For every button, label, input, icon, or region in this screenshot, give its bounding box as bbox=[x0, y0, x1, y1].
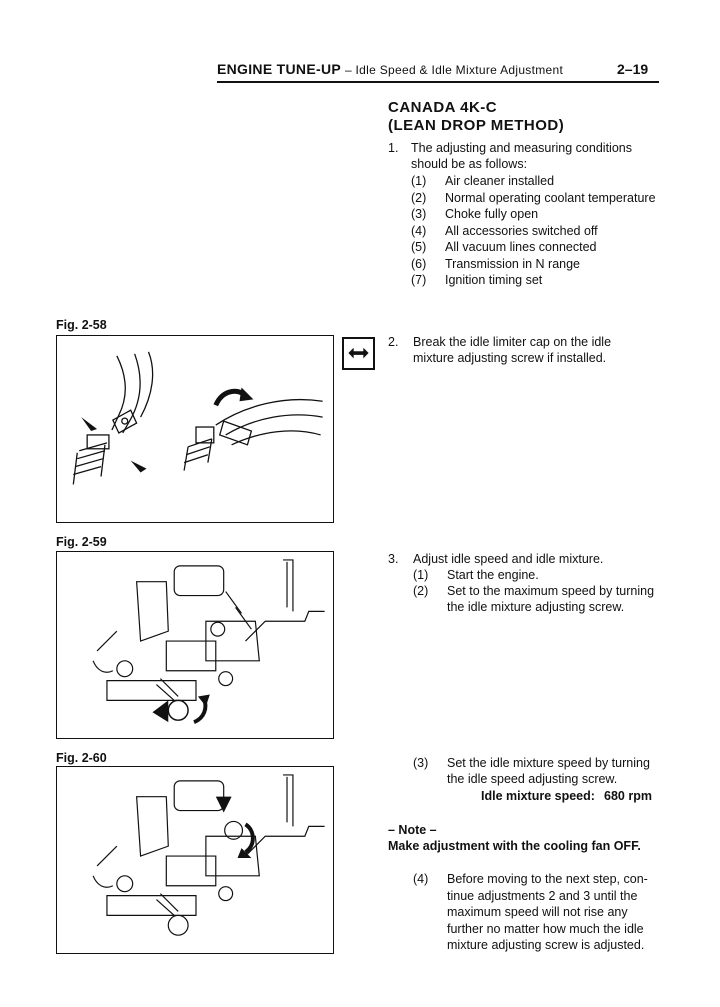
condition-number: (6) bbox=[411, 256, 427, 271]
idle-mixture-speed-label: Idle mixture speed: bbox=[481, 789, 595, 803]
condition-number: (2) bbox=[411, 190, 427, 205]
step-3-text: Adjust idle speed and idle mixture. bbox=[413, 552, 604, 566]
step-1-number: 1. bbox=[388, 141, 399, 155]
carburetor-speed-screw-drawing bbox=[92, 774, 325, 936]
condition-number: (7) bbox=[411, 273, 427, 287]
step-2-number: 2. bbox=[388, 335, 399, 349]
fig-58-label: Fig. 2-58 bbox=[56, 318, 107, 332]
section-title-line1: CANADA 4K-C bbox=[388, 99, 498, 116]
header-rule bbox=[217, 81, 659, 83]
page-number: 2–19 bbox=[617, 61, 649, 77]
condition-text: Choke fully open bbox=[445, 207, 539, 221]
step-1-line2: should be as follows: bbox=[411, 157, 528, 171]
section-title-line2: (LEAN DROP METHOD) bbox=[388, 117, 565, 134]
note-label: – Note – bbox=[388, 823, 437, 837]
step-2-line1: Break the idle limiter cap on the idle bbox=[413, 335, 612, 349]
arrow-icon bbox=[152, 700, 169, 723]
step-1-line1: The adjusting and measuring conditions bbox=[411, 141, 632, 155]
arrow-icon bbox=[130, 460, 147, 473]
arrow-icon bbox=[81, 417, 98, 431]
step-2-line2: mixture adjusting screw if installed. bbox=[413, 351, 607, 365]
condition-item: (2) Normal operating coolant temperature bbox=[411, 190, 671, 207]
step-4-line: mixture adjusting screw is adjusted. bbox=[447, 938, 645, 952]
step-3-sub2-line2: the idle mixture adjusting screw. bbox=[447, 600, 625, 614]
fig-60-label: Fig. 2-60 bbox=[56, 751, 107, 765]
step-4-text: Before moving to the next step, con- tin… bbox=[447, 871, 665, 954]
condition-item: (5) All vacuum lines connected bbox=[411, 239, 671, 256]
step-4-line: further no matter how much the idle bbox=[447, 921, 644, 936]
fig-59-label: Fig. 2-59 bbox=[56, 535, 107, 549]
step-4-line: tinue adjustments 2 and 3 until the bbox=[447, 888, 638, 903]
step-3-sub2-number: (2) bbox=[413, 584, 429, 598]
step-3-sub3-number: (3) bbox=[413, 756, 429, 770]
condition-number: (1) bbox=[411, 174, 427, 188]
step-3-sub1-number: (1) bbox=[413, 568, 429, 582]
header-subtitle: – Idle Speed & Idle Mixture Adjustment bbox=[344, 63, 564, 77]
condition-number: (3) bbox=[411, 207, 427, 221]
condition-text: Air cleaner installed bbox=[445, 174, 555, 188]
condition-text: Ignition timing set bbox=[445, 273, 543, 287]
condition-text: Normal operating coolant temperature bbox=[445, 190, 656, 205]
condition-item: (7) Ignition timing set bbox=[411, 272, 671, 289]
step-4-number: (4) bbox=[413, 872, 429, 886]
condition-list: (1) Air cleaner installed (2) Normal opera… bbox=[411, 173, 671, 289]
condition-text: All vacuum lines connected bbox=[445, 240, 597, 254]
condition-item: (3) Choke fully open bbox=[411, 206, 671, 223]
carburetor-adjusting-drawing bbox=[92, 559, 325, 725]
step-3-sub1-text: Start the engine. bbox=[447, 568, 539, 582]
step-3-sub3-line1: Set the idle mixture speed by turning bbox=[447, 756, 650, 770]
condition-item: (4) All accessories switched off bbox=[411, 223, 671, 240]
arrow-icon bbox=[215, 796, 232, 813]
condition-number: (5) bbox=[411, 240, 427, 254]
step-3-sub2-line1: Set to the maximum speed by turning bbox=[447, 584, 655, 598]
fig-60-illustration bbox=[56, 766, 334, 954]
condition-text: Transmission in N range bbox=[445, 256, 581, 271]
condition-item: (6) Transmission in N range bbox=[411, 256, 671, 273]
step-4-line: maximum speed will not rise any bbox=[447, 905, 628, 919]
step-3-number: 3. bbox=[388, 552, 399, 566]
condition-text: All accessories switched off bbox=[445, 223, 598, 238]
step-4-line: Before moving to the next step, con- bbox=[447, 872, 648, 886]
condition-item: (1) Air cleaner installed bbox=[411, 173, 671, 190]
section-title: CANADA 4K-C (LEAN DROP METHOD) bbox=[388, 99, 564, 135]
curved-arrow-icon bbox=[244, 822, 255, 854]
pliers-breaking-cap-drawing bbox=[72, 351, 323, 485]
header-section: ENGINE TUNE-UP bbox=[217, 61, 341, 77]
fig-58-illustration bbox=[56, 335, 334, 523]
fig-59-illustration bbox=[56, 551, 334, 739]
condition-number: (4) bbox=[411, 223, 427, 238]
double-arrow-icon bbox=[342, 337, 375, 370]
note-text: Make adjustment with the cooling fan OFF… bbox=[388, 839, 641, 853]
idle-mixture-speed-value: 680 rpm bbox=[604, 789, 652, 803]
step-3-sub3-line2: the idle speed adjusting screw. bbox=[447, 772, 618, 786]
running-header: ENGINE TUNE-UP – Idle Speed & Idle Mixtu… bbox=[217, 61, 563, 77]
